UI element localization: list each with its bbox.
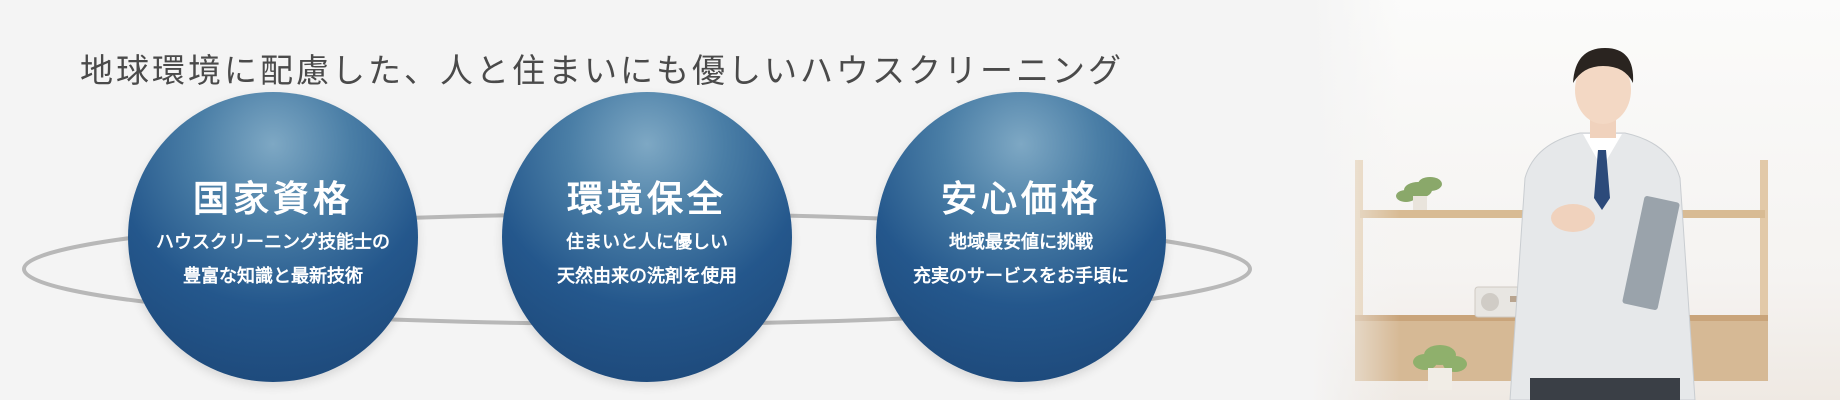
staff-person: [1509, 48, 1696, 400]
feature-title: 環境保全: [566, 179, 727, 220]
feature-desc-line: 地域最安値に挑戦: [949, 232, 1093, 253]
feature-title: 国家資格: [192, 179, 353, 220]
feature-desc-line: ハウスクリーニング技能士の: [156, 232, 390, 253]
cleaning-staff-photo: [1310, 0, 1840, 400]
headline: 地球環境に配慮した、人と住まいにも優しいハウスクリーニング: [80, 51, 1124, 91]
feature-circle-environment: 環境保全 住まいと人に優しい 天然由来の洗剤を使用: [502, 92, 792, 382]
feature-circle-qualification: 国家資格 ハウスクリーニング技能士の 豊富な知識と最新技術: [128, 92, 418, 382]
feature-desc-line: 豊富な知識と最新技術: [183, 266, 363, 287]
feature-desc-line: 住まいと人に優しい: [566, 232, 728, 253]
feature-title: 安心価格: [940, 179, 1101, 220]
feature-circle-price: 安心価格 地域最安値に挑戦 充実のサービスをお手頃に: [876, 92, 1166, 382]
feature-desc-line: 天然由来の洗剤を使用: [557, 266, 737, 287]
feature-desc-line: 充実のサービスをお手頃に: [913, 266, 1129, 287]
